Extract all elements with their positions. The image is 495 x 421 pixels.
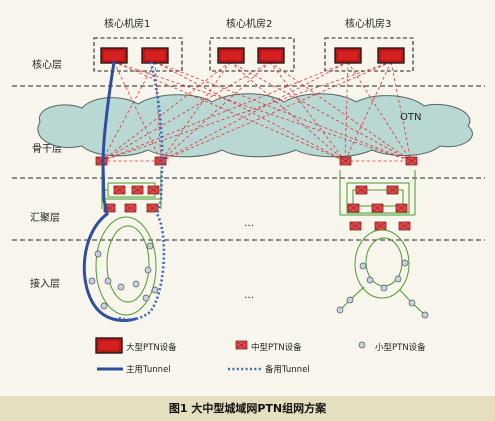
figure-caption: 图1 大中型城域网PTN组网方案: [168, 402, 327, 415]
otn-label: OTN: [400, 112, 421, 123]
legend-small-icon: [358, 341, 366, 349]
small-ptn-device: [408, 299, 416, 307]
legend-large-label: 大型PTN设备: [126, 342, 177, 353]
legend-medium-label: 中型PTN设备: [251, 342, 302, 353]
medium-ptn-device: [395, 203, 408, 213]
ellipsis-aggregation: …: [244, 218, 254, 229]
layer-separators: [12, 85, 485, 241]
medium-ptn-device: [347, 203, 360, 213]
legend-large-icon: [95, 337, 123, 354]
medium-ptn-device: [95, 156, 108, 166]
core-room-2-devices: [217, 47, 285, 64]
small-ptn-device: [346, 296, 354, 304]
small-ptn-device: [366, 276, 374, 284]
core-room-1-devices: [100, 47, 169, 64]
small-ptn-device: [144, 266, 152, 274]
left-access-ring: [88, 216, 159, 316]
medium-ptn-device: [349, 221, 362, 231]
legend-backup-label: 备用Tunnel: [265, 364, 310, 375]
small-ptn-device: [146, 242, 154, 250]
medium-ptn-device: [147, 185, 160, 195]
small-ptn-device: [88, 277, 96, 285]
medium-ptn-device: [124, 203, 137, 213]
right-access-ring: [336, 229, 429, 319]
right-cluster: [339, 156, 418, 231]
medium-ptn-device: [146, 203, 159, 213]
large-ptn-device: [217, 47, 245, 64]
layer-label-access: 接入层: [30, 277, 60, 290]
room-title-3: 核心机房3: [345, 17, 391, 30]
large-ptn-device: [377, 47, 405, 64]
caption-bar: [0, 396, 495, 421]
medium-ptn-device: [374, 221, 387, 231]
small-ptn-device: [100, 302, 108, 310]
small-ptn-device: [104, 277, 112, 285]
small-ptn-device: [151, 286, 159, 294]
core-backbone-mesh: [101, 61, 412, 162]
room-title-2: 核心机房2: [226, 17, 272, 30]
medium-ptn-device: [113, 185, 126, 195]
medium-ptn-device: [154, 156, 167, 166]
medium-ptn-device: [405, 156, 418, 166]
backup-tunnel-path: [118, 61, 166, 321]
small-ptn-device: [421, 311, 429, 319]
small-ptn-device: [380, 284, 388, 292]
legend: 大型PTN设备 中型PTN设备 小型PTN设备 主用Tunnel 备用Tunne…: [95, 337, 426, 375]
large-ptn-device: [141, 47, 169, 64]
medium-ptn-device: [131, 185, 144, 195]
legend-primary-label: 主用Tunnel: [126, 364, 171, 375]
left-cluster: [95, 156, 167, 213]
small-ptn-device: [394, 275, 402, 283]
small-ptn-device: [117, 283, 125, 291]
core-room-3-devices: [334, 47, 405, 64]
layer-label-aggregation: 汇聚层: [30, 211, 60, 224]
small-ptn-device: [132, 280, 140, 288]
small-ptn-device: [359, 262, 367, 270]
layer-label-core: 核心层: [32, 58, 62, 71]
room-title-1: 核心机房1: [104, 17, 150, 30]
ellipsis-access: …: [244, 290, 254, 301]
medium-ptn-device: [355, 185, 368, 195]
primary-tunnel-path: [82, 60, 137, 322]
small-ptn-device: [94, 250, 102, 258]
small-ptn-device: [142, 294, 150, 302]
core-room-boxes: [93, 37, 414, 72]
small-ptn-device: [336, 306, 344, 314]
large-ptn-device: [257, 47, 285, 64]
medium-ptn-device: [339, 156, 352, 166]
large-ptn-device: [334, 47, 362, 64]
medium-ptn-device: [371, 203, 384, 213]
small-ptn-device: [401, 259, 409, 267]
medium-ptn-device: [398, 221, 411, 231]
legend-small-label: 小型PTN设备: [375, 342, 426, 353]
medium-ptn-device: [386, 185, 399, 195]
legend-medium-icon: [235, 340, 248, 350]
